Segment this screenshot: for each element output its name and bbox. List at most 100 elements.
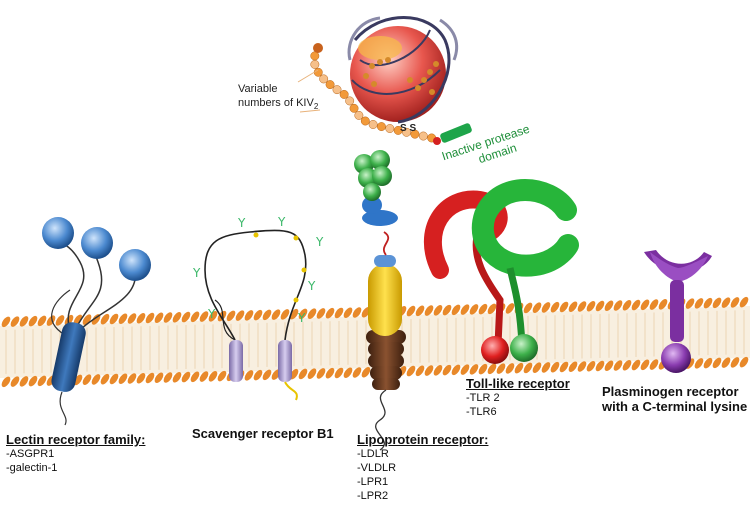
lipoprotein-item-3: -LPR1 <box>357 476 389 488</box>
lectin-transmembrane-helix <box>51 322 86 392</box>
kiv2-line2: numbers of KIV <box>238 97 314 109</box>
plasminogen-receptor <box>644 250 712 373</box>
scavenger-receptor-b1: Y Y Y Y Y Y Y <box>192 215 324 401</box>
lipid-head <box>37 375 47 387</box>
lectin-label: Lectin receptor family: -ASGPR1 -galecti… <box>6 432 145 475</box>
lectin-title: Lectin receptor family: <box>6 432 146 447</box>
lipid-head <box>433 305 443 316</box>
lipid-head <box>73 374 83 386</box>
lipid-head <box>298 308 308 320</box>
lipid-head <box>586 360 596 372</box>
lipid-head <box>208 371 218 382</box>
lectin-domain-1 <box>42 217 74 249</box>
lipid-head <box>685 298 695 309</box>
lipid-head <box>721 357 731 368</box>
lipid-head <box>532 302 542 313</box>
svg-text:Y: Y <box>277 215 286 229</box>
lipid-head <box>1 376 11 388</box>
lipid-head <box>10 376 20 387</box>
lipid-head <box>19 316 29 327</box>
kiv2-bead <box>376 122 386 132</box>
lpa-particle <box>310 16 472 256</box>
lipid-head <box>433 365 443 376</box>
kiv2-bead <box>368 120 378 129</box>
lipid-head <box>406 305 416 317</box>
lipid-head <box>523 362 533 374</box>
lipid-head <box>154 312 164 324</box>
lipid-head <box>262 369 272 381</box>
lipid-head <box>235 310 245 321</box>
lectin-item-2: -galectin-1 <box>6 462 58 474</box>
lipoprotein-item-4: -LPR2 <box>357 490 389 502</box>
lipid-head <box>145 312 155 324</box>
inactive-protease-bar <box>440 123 472 143</box>
kiv2-bead <box>393 125 403 135</box>
kiv2-subscript: 2 <box>313 102 319 112</box>
tlr2-tir-domain <box>481 336 509 364</box>
lipid-head <box>478 363 488 375</box>
scavenger-label: Scavenger receptor B1 <box>192 426 334 441</box>
lipid-head <box>28 375 38 387</box>
lipid-head <box>361 366 371 378</box>
lipo-yellow-domain <box>368 264 402 336</box>
kiv2-bead <box>360 116 370 126</box>
lipid-head <box>568 361 578 372</box>
lipid-head <box>244 310 254 321</box>
lipid-head <box>703 297 713 309</box>
lipid-head <box>487 303 497 315</box>
lipid-head <box>190 371 200 383</box>
lipid-head <box>442 364 452 376</box>
lipid-head <box>739 296 749 308</box>
lipid-head <box>415 305 425 317</box>
lipid-head <box>46 315 56 326</box>
lipid-head <box>199 311 209 322</box>
lipid-head <box>316 308 326 319</box>
lipid-head <box>253 309 263 321</box>
lipid-head <box>64 314 74 326</box>
lectin-item-1: -ASGPR1 <box>6 448 55 460</box>
lipid-head <box>739 356 749 368</box>
lipid-head <box>298 368 308 380</box>
lipid-head <box>145 372 155 384</box>
lipid-head <box>100 373 110 385</box>
lipid-head <box>613 300 623 311</box>
kiv2-bead <box>332 85 342 95</box>
lipid-head <box>262 309 272 321</box>
kiv2-bead <box>339 89 349 99</box>
ss-bond-label: S S <box>400 123 417 134</box>
lipid-head <box>505 363 515 374</box>
lipid-head <box>712 357 722 369</box>
lipid-head <box>460 364 470 375</box>
lipid-head <box>181 371 191 383</box>
lipid-head <box>595 300 605 312</box>
lipoprotein-receptor <box>366 255 406 451</box>
lipid-head <box>100 313 110 325</box>
lipid-head <box>91 374 101 385</box>
lipoprotein-label: Lipoprotein receptor: -LDLR -VLDLR -LPR1… <box>357 432 488 503</box>
lipid-head <box>217 370 227 382</box>
kringle-v-domains <box>354 150 392 201</box>
lipid-head <box>640 359 650 371</box>
toll-item-1: -TLR 2 <box>466 392 500 404</box>
lipid-head <box>559 301 569 313</box>
scavenger-title: Scavenger receptor B1 <box>192 426 334 441</box>
lipid-head <box>352 367 362 378</box>
lipid-head <box>658 299 668 310</box>
lipid-head <box>604 300 614 312</box>
svg-text:Y: Y <box>207 307 216 321</box>
lipid-head <box>127 373 137 384</box>
lipid-head <box>523 302 533 314</box>
lipid-head <box>568 301 578 312</box>
lipid-head <box>10 316 20 327</box>
kiv2-line1: Variable <box>238 83 278 95</box>
lipid-head <box>154 372 164 384</box>
kiv2-bead <box>345 96 355 106</box>
lipid-head <box>271 309 281 320</box>
lipid-head <box>118 313 128 324</box>
lipid-head <box>469 364 479 375</box>
svg-text:Y: Y <box>192 266 201 280</box>
kiv2-bead <box>402 127 412 137</box>
lipid-head <box>289 308 299 320</box>
svg-text:Y: Y <box>315 235 324 249</box>
